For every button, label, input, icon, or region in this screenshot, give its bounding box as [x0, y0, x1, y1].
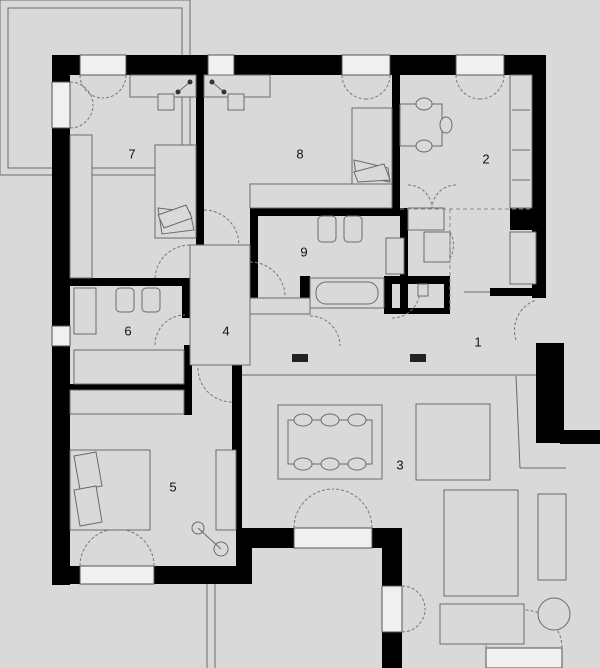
outlets: [292, 291, 490, 362]
armchair: [537, 597, 571, 631]
vent-opening: [207, 54, 235, 76]
bidet-room-6: [141, 287, 161, 313]
tub-room-6: [73, 349, 185, 385]
tv-unit: [537, 493, 567, 581]
dresser-room-5: [215, 449, 237, 531]
rug-living: [415, 403, 491, 481]
bidet-room-9: [343, 215, 363, 243]
bathroom-9-fixtures: [249, 215, 429, 315]
room-7-furniture: [69, 74, 271, 279]
toilet-room-9: [317, 215, 337, 243]
door-swings: [154, 184, 537, 403]
sink-room-6: [73, 287, 97, 335]
room-labels: 1 2 3 4 5 6 7 8 9: [124, 146, 489, 494]
room-label-5: 5: [169, 479, 176, 494]
window-room-7: [79, 54, 127, 76]
room-label-4: 4: [222, 323, 229, 338]
room-label-2: 2: [482, 151, 489, 166]
sofa: [439, 603, 525, 645]
windows: [51, 54, 563, 668]
kitchen-counter: [509, 74, 533, 209]
dining-table-room-2: [399, 103, 443, 147]
room-5-furniture: [69, 389, 237, 557]
wardrobe-room-8: [249, 183, 393, 209]
room-label-9: 9: [300, 244, 307, 259]
room-label-6: 6: [124, 323, 131, 338]
room-label-7: 7: [128, 146, 135, 161]
window-room-5: [79, 565, 155, 585]
window-room-8: [341, 54, 391, 76]
room-8-furniture: [249, 107, 393, 209]
balcony-bottom: [206, 580, 216, 668]
room-3-furniture: [277, 375, 571, 645]
room-label-3: 3: [396, 457, 403, 472]
room-label-8: 8: [296, 146, 303, 161]
carpet-living: [443, 489, 519, 597]
fridge: [509, 231, 537, 285]
window-room-3: [293, 527, 373, 549]
wardrobe-room-7: [69, 134, 93, 279]
dining-table-room-3: [287, 419, 373, 465]
room-label-1: 1: [474, 334, 481, 349]
wardrobe-room-5: [69, 389, 185, 415]
window-room-3-side: [381, 585, 403, 633]
window-room-2: [455, 54, 505, 76]
window-room-3-bottom: [485, 647, 563, 668]
window-room-7-side: [51, 81, 71, 129]
room-4-furniture: [189, 244, 536, 376]
room-6-fixtures: [51, 287, 185, 385]
room-2-furniture: [399, 74, 537, 310]
wardrobe-room-4: [189, 244, 251, 366]
sink-room-9: [385, 237, 405, 275]
toilet-room-6: [115, 287, 135, 313]
